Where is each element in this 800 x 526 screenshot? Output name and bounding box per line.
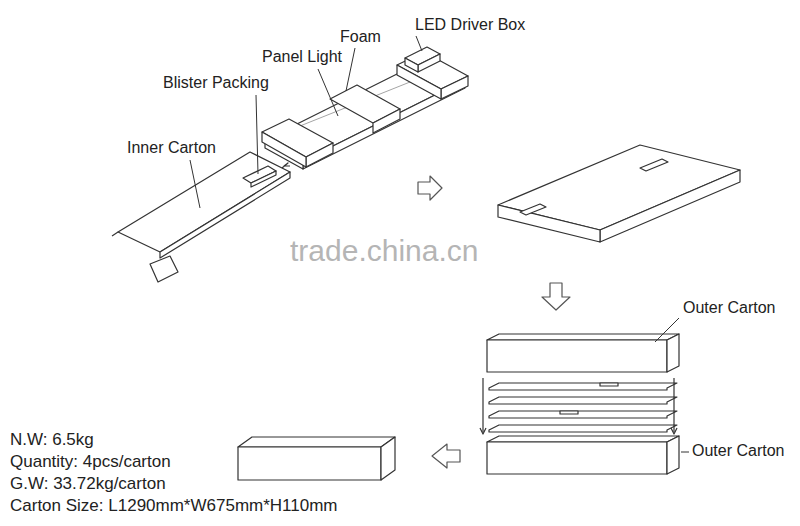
leader-line [681, 452, 689, 453]
leader-line [318, 69, 338, 116]
outer-carton-top-front [487, 340, 667, 372]
spec-text: N.W: 6.5kg [10, 430, 94, 450]
stack-arrow-head [671, 428, 677, 434]
carton-layer [489, 383, 677, 390]
stack-arrow [673, 378, 674, 432]
blister-window [560, 411, 578, 414]
outer-carton-bottom-top [487, 436, 679, 442]
blister-pack-side [251, 171, 276, 187]
inner-carton-tab [150, 256, 178, 282]
carton-layer [489, 425, 677, 432]
foam-side [306, 143, 333, 167]
carton-layer [489, 411, 677, 418]
stack-arrow-head [480, 428, 486, 434]
foam-front [262, 132, 306, 167]
part-label: Panel Light [262, 48, 342, 66]
final-carton-top [238, 437, 395, 447]
leader-line [190, 160, 200, 208]
final-carton-side [381, 437, 395, 480]
outer-carton-top [487, 334, 679, 340]
part-label: Outer Carton [683, 299, 775, 317]
part-label: Blister Packing [163, 74, 269, 92]
closed-inner-carton-side [600, 170, 740, 242]
part-label: Outer Carton [692, 442, 784, 460]
flow-arrow [418, 176, 442, 200]
leader-line [655, 318, 679, 342]
outer-carton-bottom [487, 442, 667, 474]
flow-arrow [542, 283, 570, 310]
flow-arrow [432, 444, 460, 468]
watermark: trade.china.cn [290, 234, 478, 269]
spec-text: Quantity: 4pcs/carton [10, 452, 171, 472]
part-label: Foam [340, 28, 381, 46]
part-label: LED Driver Box [415, 16, 525, 34]
part-label: Inner Carton [127, 139, 216, 157]
stack-arrow [482, 378, 483, 432]
final-carton [238, 447, 381, 480]
outer-carton-top-side [667, 334, 679, 372]
spec-text: Carton Size: L1290mm*W675mm*H110mm [10, 496, 338, 516]
blister-window [640, 159, 668, 171]
spec-text: G.W: 33.72kg/carton [10, 474, 166, 494]
inner-carton-side [160, 172, 290, 258]
driver-box-front [405, 58, 418, 72]
foam-side [441, 76, 468, 99]
small-arrow [282, 163, 290, 168]
carton-layer [489, 397, 677, 404]
driver-box-side [418, 54, 440, 72]
outer-carton-bottom-side [667, 436, 679, 474]
inner-carton-edge [112, 232, 118, 236]
foam-side [373, 109, 400, 133]
blister-window [600, 383, 618, 386]
inner-carton [118, 152, 290, 252]
leader-line [346, 48, 355, 91]
closed-inner-carton-front [498, 205, 600, 242]
leader-line [256, 95, 258, 174]
leader-line [416, 36, 422, 51]
blister-window [520, 204, 546, 215]
